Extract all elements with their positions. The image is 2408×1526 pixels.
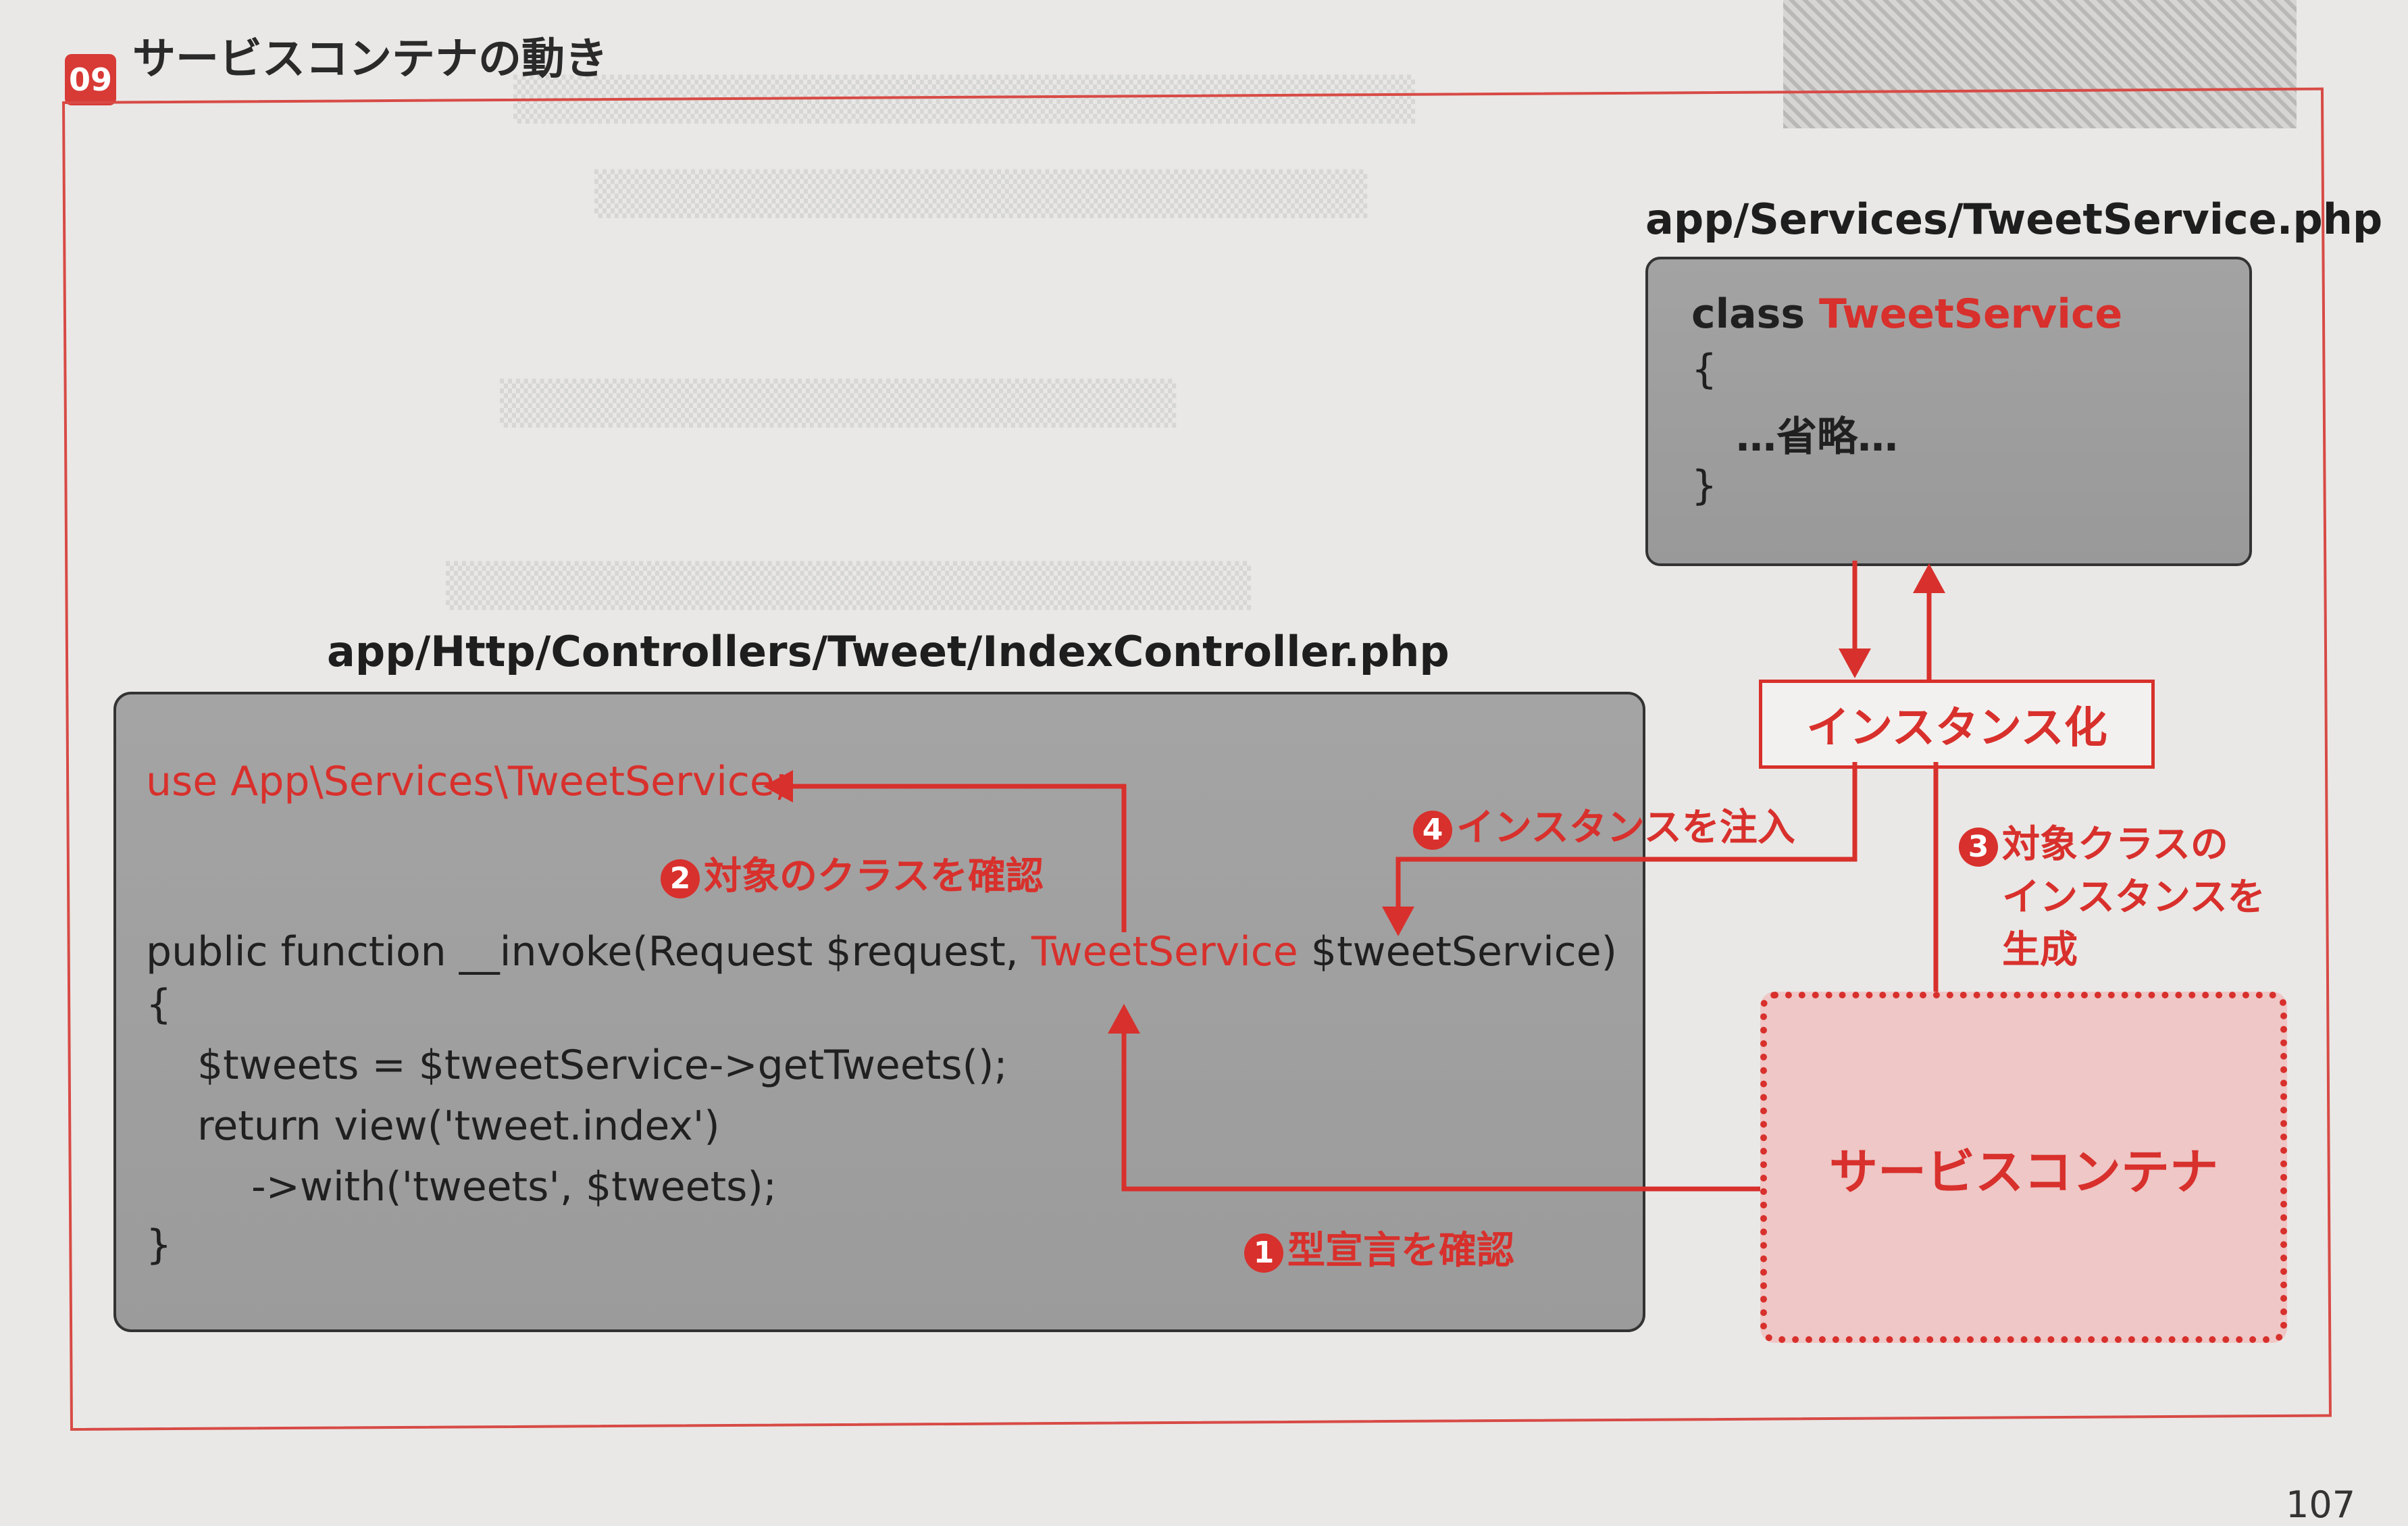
code-line-with: ->with('tweets', $tweets);	[251, 1163, 777, 1211]
signature-suffix: $tweetService)	[1298, 928, 1618, 975]
arrow-check-class	[784, 784, 1127, 932]
step3-line3: 生成	[2002, 928, 2078, 972]
figure-title: サービスコンテナの動き	[132, 34, 608, 84]
step3-line2: インスタンスを	[2002, 875, 2265, 919]
arrowhead-inject	[1382, 907, 1414, 936]
function-signature: public function __invoke(Request $reques…	[146, 928, 1617, 975]
bleed-through-text: ▒▒▒▒▒▒▒▒▒▒▒▒▒▒▒▒▒▒▒▒▒	[500, 378, 1177, 428]
code-line-return: return view('tweet.index')	[197, 1102, 720, 1150]
arrowhead-service	[1913, 563, 1945, 593]
class-keyword: class	[1691, 290, 1819, 338]
step1-text: 型宣言を確認	[1287, 1229, 1514, 1273]
code-line-tweets: $tweets = $tweetService->getTweets();	[197, 1042, 1008, 1089]
use-statement: use App\Services\TweetService;	[146, 758, 789, 805]
step2-number: 2	[661, 859, 700, 898]
class-declaration: class TweetService	[1691, 290, 2122, 338]
step4-number: 4	[1413, 810, 1452, 850]
step1-number: 1	[1244, 1233, 1283, 1273]
controller-filename: app/Http/Controllers/Tweet/IndexControll…	[327, 627, 1450, 676]
arrowhead-type	[1108, 1004, 1140, 1034]
function-open-brace: {	[146, 981, 172, 1028]
arrow-check-type	[1121, 1013, 1760, 1192]
arrowhead-use	[763, 770, 793, 803]
service-filename: app/Services/TweetService.php	[1645, 195, 2383, 244]
omitted-text: …省略…	[1736, 413, 1898, 461]
service-container-box: サービスコンテナ	[1760, 992, 2287, 1343]
type-declaration: TweetService	[1031, 928, 1298, 975]
function-close-brace: }	[146, 1221, 172, 1269]
step4-text: インスタンスを注入	[1456, 806, 1795, 850]
close-brace: }	[1691, 462, 1718, 509]
bleed-through-text: ▒▒▒▒▒▒▒▒▒▒▒▒▒▒▒▒▒▒▒▒▒▒▒▒▒	[446, 561, 1252, 610]
bleed-through-text: ▒▒▒▒▒▒▒▒▒▒▒▒▒▒▒▒▒▒▒▒▒▒▒▒	[594, 169, 1368, 218]
service-code-panel: class TweetService { …省略… }	[1645, 257, 2252, 566]
hatch-pattern	[1783, 0, 2297, 128]
step3-number: 3	[1959, 827, 1998, 867]
arrowhead-instantiate	[1839, 648, 1871, 678]
class-name: TweetService	[1818, 290, 2123, 338]
controller-code-panel: use App\Services\TweetService; public fu…	[113, 692, 1645, 1332]
bleed-through-text: ▒▒▒▒▒▒▒▒▒▒▒▒▒▒▒▒▒▒▒▒▒▒▒▒▒▒▒▒	[513, 74, 1416, 124]
signature-prefix: public function __invoke(Request $reques…	[146, 928, 1031, 975]
page-number: 107	[2286, 1483, 2356, 1526]
figure-number-badge: 09	[65, 54, 116, 105]
instantiate-box: インスタンス化	[1759, 680, 2155, 769]
step2-text: 対象のクラスを確認	[704, 855, 1044, 898]
open-brace: {	[1691, 346, 1718, 393]
arrow-inject	[1395, 762, 1858, 919]
